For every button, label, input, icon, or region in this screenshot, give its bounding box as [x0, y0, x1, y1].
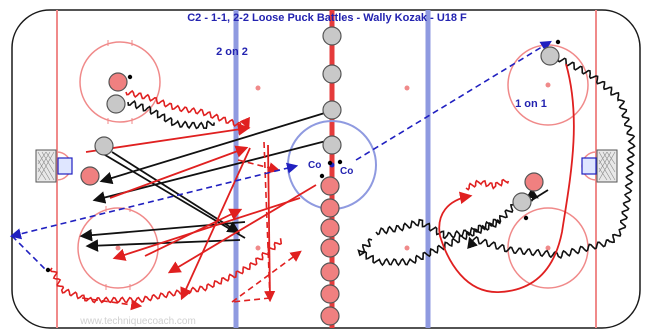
skate-path: [531, 189, 549, 201]
puck: [45, 267, 51, 273]
player-red: [320, 218, 340, 238]
coach-label: Co: [308, 160, 321, 171]
puck: [555, 39, 561, 45]
faceoff-dot: [404, 85, 410, 91]
players: [45, 26, 561, 326]
puck-carry-path: [557, 57, 636, 244]
pass-path: [9, 162, 299, 240]
player-red: [320, 198, 340, 218]
player-red: [320, 306, 340, 326]
player-red: [524, 172, 544, 192]
faceoff-dot: [404, 245, 410, 251]
pass-path: [231, 250, 302, 303]
drill-label-1on1: 1 on 1: [515, 98, 547, 110]
watermark: www.techniquecoach.com: [79, 316, 196, 327]
player-grey: [322, 135, 342, 155]
puck: [327, 160, 333, 166]
coach-label: Co: [340, 166, 353, 177]
faceoff-dot: [255, 85, 261, 91]
player-red: [320, 262, 340, 282]
puck-carry-path: [127, 99, 215, 130]
puck: [337, 159, 343, 165]
faceoff-dot: [545, 245, 551, 251]
puck-carry-path: [49, 238, 283, 304]
pass-path: [355, 40, 552, 161]
player-red: [80, 166, 100, 186]
faceoff-circle-left-top: [79, 40, 161, 124]
puck-carry-path: [357, 219, 501, 267]
player-grey: [540, 46, 560, 66]
player-grey: [322, 100, 342, 120]
player-red: [320, 176, 340, 196]
puck: [127, 74, 133, 80]
faceoff-dot: [545, 82, 551, 88]
faceoff-dot: [115, 245, 121, 251]
player-grey: [322, 64, 342, 84]
player-grey: [322, 26, 342, 46]
pass-path: [231, 297, 271, 303]
player-grey: [94, 136, 114, 156]
faceoff-dot: [255, 245, 261, 251]
puck-carry-path: [465, 178, 510, 191]
goal-left: [35, 149, 73, 183]
player-red: [320, 238, 340, 258]
puck-carry-path: [125, 89, 250, 130]
puck-carry-path: [467, 235, 611, 260]
diagram-title: C2 - 1-1, 2-2 Loose Puck Battles - Wally…: [187, 12, 467, 24]
skate-path: [438, 63, 575, 293]
pass-path: [11, 235, 47, 271]
goal-right: [581, 149, 618, 183]
drill-label-2on2: 2 on 2: [216, 46, 248, 58]
pass-path: [263, 141, 276, 303]
puck-carry-path: [375, 203, 519, 240]
player-grey: [106, 94, 126, 114]
puck: [523, 215, 529, 221]
puck: [319, 173, 325, 179]
player-red: [320, 284, 340, 304]
player-grey: [512, 192, 532, 212]
player-red: [108, 72, 128, 92]
